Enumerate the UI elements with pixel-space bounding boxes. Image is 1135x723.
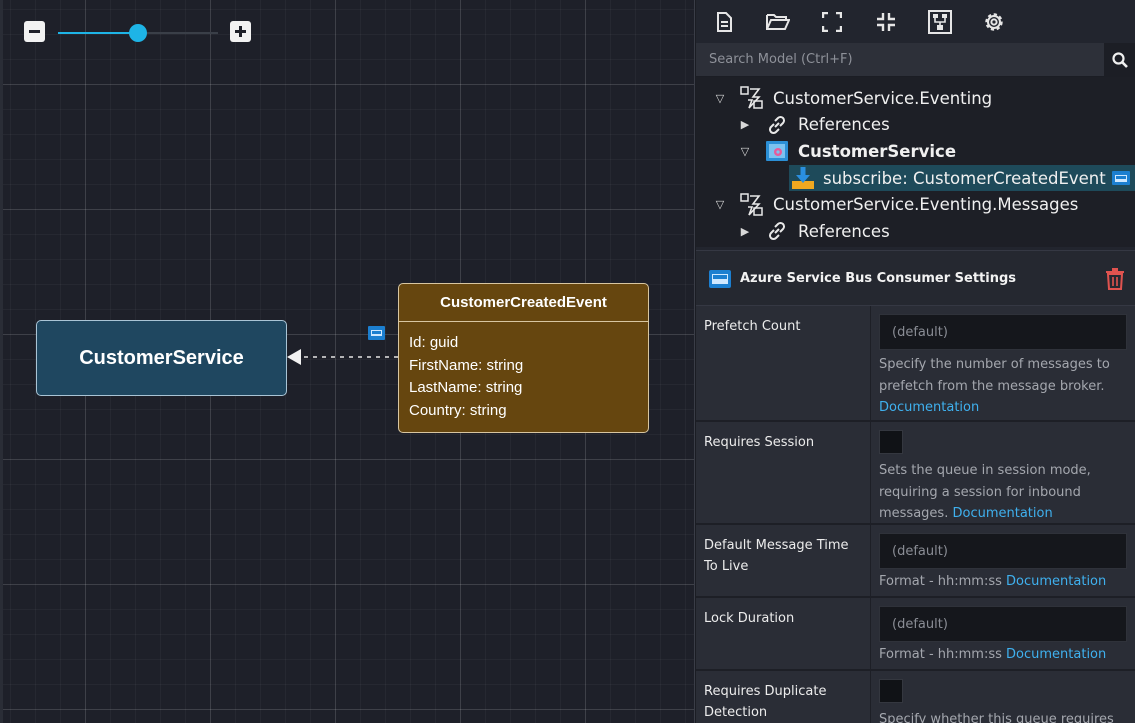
search-bar [696,42,1135,77]
new-document-icon [717,11,732,32]
properties-list: Prefetch Count Specify the number of mes… [696,306,1135,723]
prop-lock-duration: Lock Duration Format - hh:mm:ss Document… [696,598,1135,671]
zoom-slider-fill [58,32,138,34]
expand-arrow-icon[interactable]: ▽ [740,144,750,158]
prop-label: Prefetch Count [696,306,871,420]
expand-arrow-icon[interactable]: ▽ [715,198,725,212]
package-icon [740,192,764,217]
event-node-title: CustomerCreatedEvent [399,284,648,322]
message-envelope-icon [368,326,385,340]
layout-button[interactable] [926,8,954,36]
settings-button[interactable] [980,8,1008,36]
open-folder-button[interactable] [764,8,792,36]
prop-requires-session: Requires Session Sets the queue in sessi… [696,422,1135,525]
selection-highlight [789,164,1135,192]
trash-icon[interactable] [1105,268,1125,294]
requires-session-checkbox[interactable] [879,430,903,454]
prop-label: Lock Duration [696,598,871,669]
link-icon [765,113,789,137]
tree-item-references[interactable]: ▶ References [696,218,1135,245]
prop-requires-duplicate-detection: Requires Duplicate Detection Specify whe… [696,671,1135,723]
collapse-icon [877,12,895,31]
zoom-slider[interactable] [58,24,218,42]
tree-item-label: References [798,221,890,241]
prop-description: Format - hh:mm:ss Documentation [879,574,1107,589]
customer-service-node[interactable]: CustomerService [36,320,287,396]
properties-title: Azure Service Bus Consumer Settings [740,270,1017,286]
event-field[interactable]: LastName: string [409,379,523,396]
tree-item-subscribe[interactable]: subscribe: CustomerCreatedEvent [696,164,1135,192]
association-connector[interactable] [0,0,695,723]
tree-item-eventing-package[interactable]: ▽ CustomerService.Eventing [696,85,1135,112]
prop-label: Requires Session [696,422,871,523]
customer-created-event-node[interactable]: CustomerCreatedEvent Id: guid FirstName:… [398,283,649,433]
documentation-link[interactable]: Documentation [1006,647,1107,662]
layout-icon [928,9,952,34]
tree-item-messages-package[interactable]: ▽ CustomerService.Eventing.Messages [696,191,1135,218]
lock-duration-input[interactable] [879,606,1127,642]
prop-label: Default Message Time To Live [696,525,871,596]
collapse-button[interactable] [872,8,900,36]
requires-duplicate-detection-checkbox[interactable] [879,679,903,703]
tree-item-label: CustomerService [798,141,957,161]
model-tree: ▽ CustomerService.Eventing ▶ References [696,77,1135,247]
new-document-button[interactable] [710,8,738,36]
event-field[interactable]: FirstName: string [409,356,524,374]
event-field[interactable]: Id: guid [409,334,459,351]
diagram-canvas[interactable]: CustomerService CustomerCreatedEvent Id:… [0,0,695,723]
expand-icon [822,11,842,32]
prop-description: Specify whether this queue requires [879,712,1114,723]
properties-header: Azure Service Bus Consumer Settings [696,250,1135,306]
zoom-out-button[interactable] [24,21,45,42]
open-folder-icon [766,13,790,30]
prop-label: Requires Duplicate Detection [696,671,871,723]
prop-description: Sets the queue in session mode, requirin… [879,463,1091,521]
plus-icon [235,26,246,37]
prop-prefetch-count: Prefetch Count Specify the number of mes… [696,306,1135,422]
search-icon [1111,52,1128,68]
search-button[interactable] [1104,43,1135,77]
collapsed-arrow-icon[interactable]: ▶ [740,224,750,238]
link-icon [765,219,789,243]
gear-icon [985,12,1003,31]
package-icon [740,86,764,110]
subscribe-icon [791,166,815,190]
documentation-link[interactable]: Documentation [879,400,980,415]
documentation-link[interactable]: Documentation [952,506,1053,521]
zoom-slider-thumb[interactable] [129,24,147,42]
model-panel: ▽ CustomerService.Eventing ▶ References [696,0,1135,723]
zoom-in-button[interactable] [230,21,251,42]
prop-default-message-ttl: Default Message Time To Live Format - hh… [696,525,1135,598]
tree-item-label: CustomerService.Eventing [773,88,993,108]
message-envelope-icon [1111,168,1131,188]
tree-item-label: subscribe: CustomerCreatedEvent [823,168,1106,188]
expand-button[interactable] [818,8,846,36]
expand-arrow-icon[interactable]: ▽ [715,91,725,105]
tree-item-customer-service[interactable]: ▽ CustomerService [696,138,1135,165]
tree-item-references[interactable]: ▶ References [696,112,1135,139]
documentation-link[interactable]: Documentation [1006,574,1107,589]
prop-description: Specify the number of messages to prefet… [879,357,1110,415]
panel-toolbar [696,0,1135,43]
minus-icon [29,30,40,33]
tree-item-label: References [798,115,890,135]
prop-description: Format - hh:mm:ss Documentation [879,647,1107,662]
tree-item-label: CustomerService.Eventing.Messages [773,195,1079,215]
message-envelope-icon [708,268,732,294]
collapsed-arrow-icon[interactable]: ▶ [740,118,750,132]
default-message-ttl-input[interactable] [879,533,1127,569]
service-node-title: CustomerService [79,346,244,369]
event-field[interactable]: Country: string [409,401,507,419]
prefetch-count-input[interactable] [879,314,1127,350]
search-input[interactable] [696,42,1096,77]
service-icon [765,139,789,163]
